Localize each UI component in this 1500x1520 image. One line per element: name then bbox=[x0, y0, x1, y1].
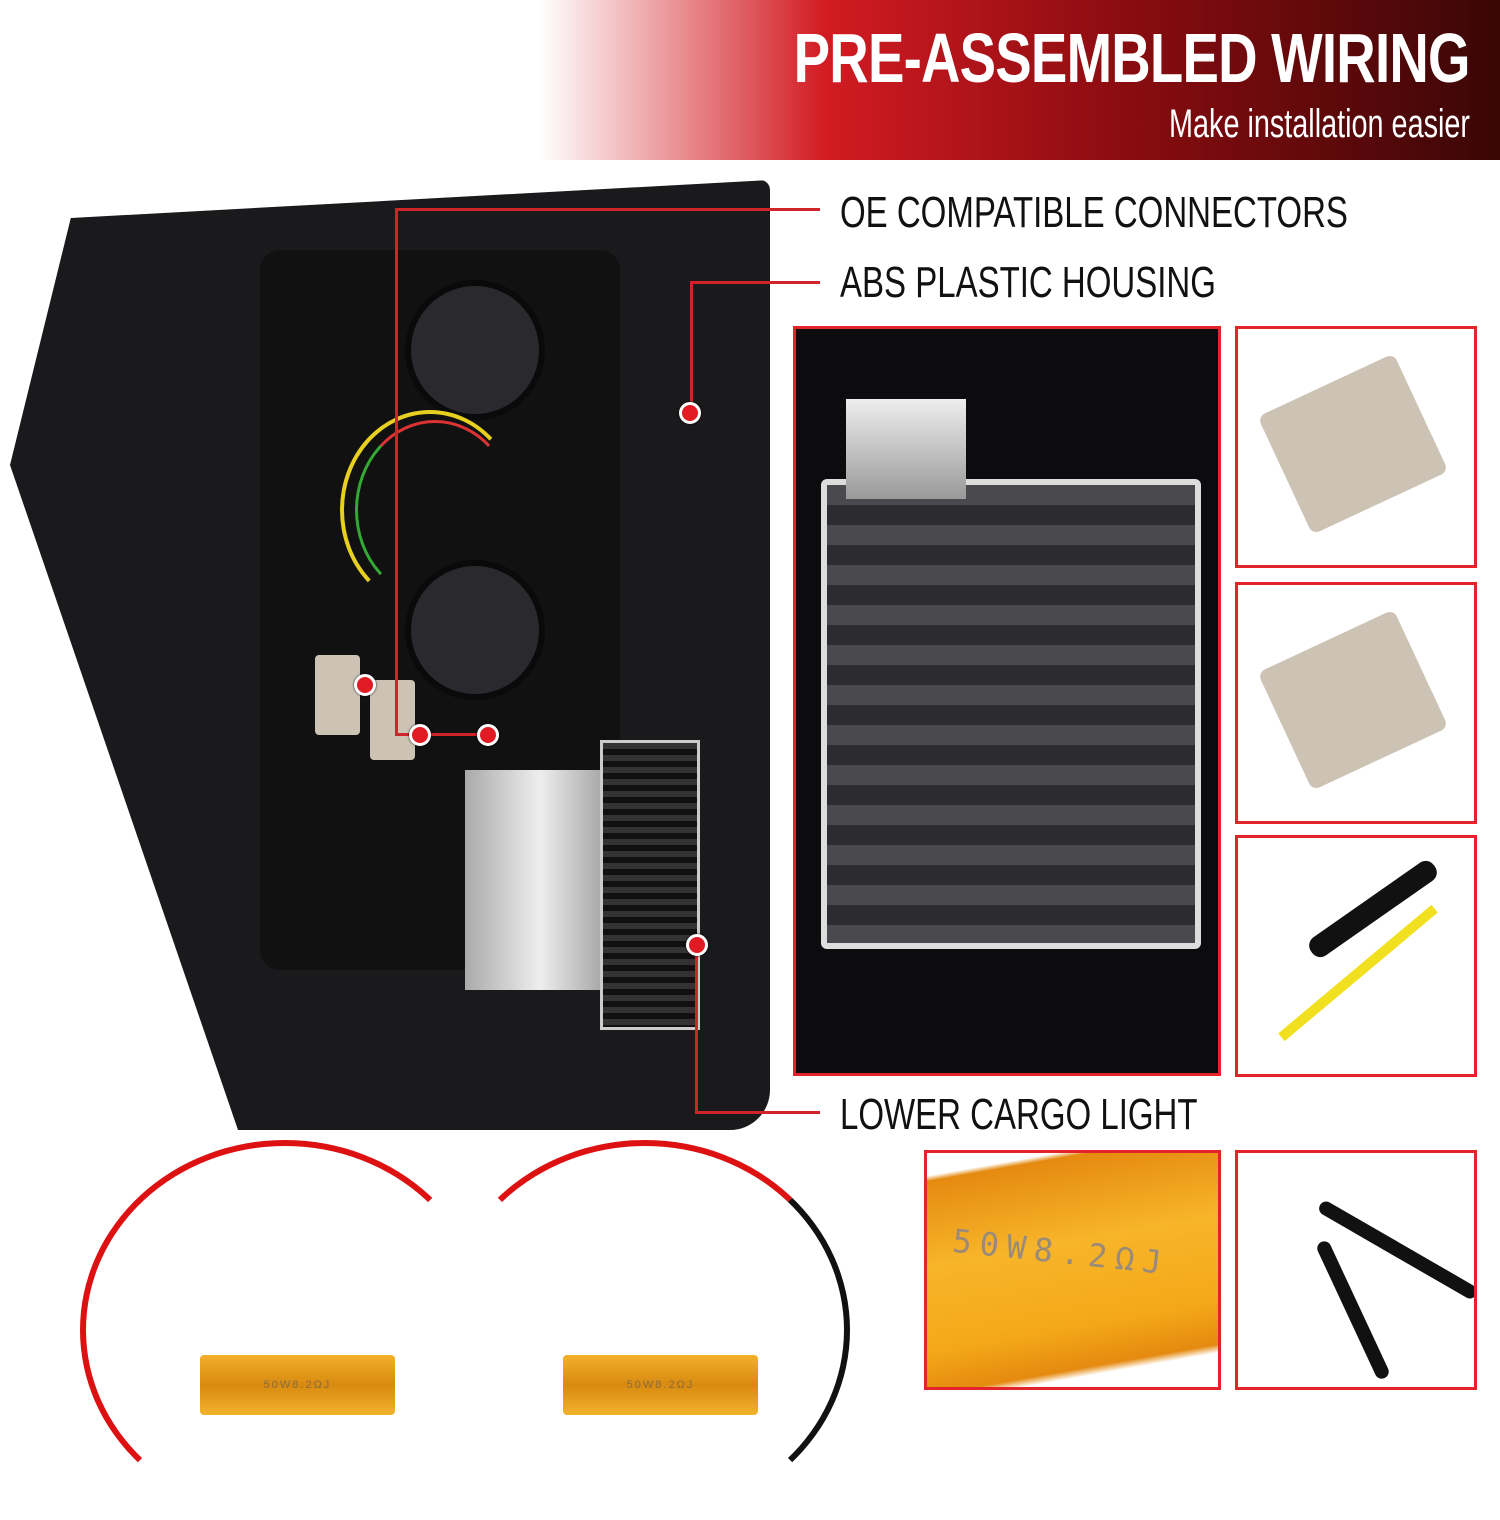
tail-light-housing bbox=[10, 180, 770, 1130]
resistor-marking: 50W8.2ΩJ bbox=[263, 1379, 332, 1391]
bulb-socket-icon bbox=[405, 280, 545, 420]
callout-line bbox=[395, 208, 398, 735]
connector-plug bbox=[315, 655, 360, 735]
wire-black bbox=[1314, 1239, 1392, 1381]
reflector bbox=[465, 770, 615, 990]
inset-resistor-closeup: 50W8.2ΩJ bbox=[924, 1150, 1221, 1390]
callout-dot bbox=[477, 724, 499, 746]
callout-line bbox=[695, 1111, 820, 1114]
connector-plug bbox=[1257, 353, 1449, 535]
callout-dot bbox=[409, 724, 431, 746]
callout-dot bbox=[354, 674, 376, 696]
callout-lower-cargo-light: LOWER CARGO LIGHT bbox=[840, 1090, 1198, 1139]
wire-red bbox=[440, 1140, 850, 1520]
callout-dot bbox=[679, 402, 701, 424]
cargo-light-lens bbox=[821, 479, 1201, 949]
callout-line bbox=[395, 733, 488, 736]
inset-spade-terminal bbox=[1235, 1150, 1477, 1390]
callout-dot bbox=[686, 934, 708, 956]
page-subtitle: Make installation easier bbox=[1169, 102, 1470, 146]
callout-line bbox=[395, 208, 820, 211]
inset-connector-1 bbox=[1235, 326, 1477, 568]
connector-plug bbox=[370, 680, 415, 760]
header-banner: PRE-ASSEMBLED WIRING Make installation e… bbox=[0, 0, 1500, 160]
resistor-marking: 50W8.2ΩJ bbox=[950, 1221, 1172, 1283]
wire-black bbox=[1305, 856, 1441, 962]
page-title: PRE-ASSEMBLED WIRING bbox=[793, 19, 1471, 97]
wire-yellow bbox=[340, 410, 520, 610]
callout-line bbox=[690, 281, 693, 413]
resistor-marking: 50W8.2ΩJ bbox=[626, 1379, 695, 1391]
inset-connector-2 bbox=[1235, 582, 1477, 824]
cargo-light-lens bbox=[600, 740, 700, 1030]
wire-red-green bbox=[355, 420, 515, 600]
inset-cargo-light bbox=[793, 326, 1221, 1076]
load-resistor: 50W8.2ΩJ bbox=[200, 1355, 395, 1415]
callout-line bbox=[695, 945, 698, 1113]
connector-plug bbox=[1257, 609, 1449, 791]
callout-line bbox=[690, 281, 820, 284]
inset-bullet-connector bbox=[1235, 835, 1477, 1077]
callout-abs-housing: ABS PLASTIC HOUSING bbox=[840, 258, 1216, 307]
callout-oe-connectors: OE COMPATIBLE CONNECTORS bbox=[840, 188, 1348, 237]
wire-red bbox=[80, 1140, 490, 1520]
mounting-bracket bbox=[846, 399, 966, 499]
load-resistor: 50W8.2ΩJ bbox=[563, 1355, 758, 1415]
